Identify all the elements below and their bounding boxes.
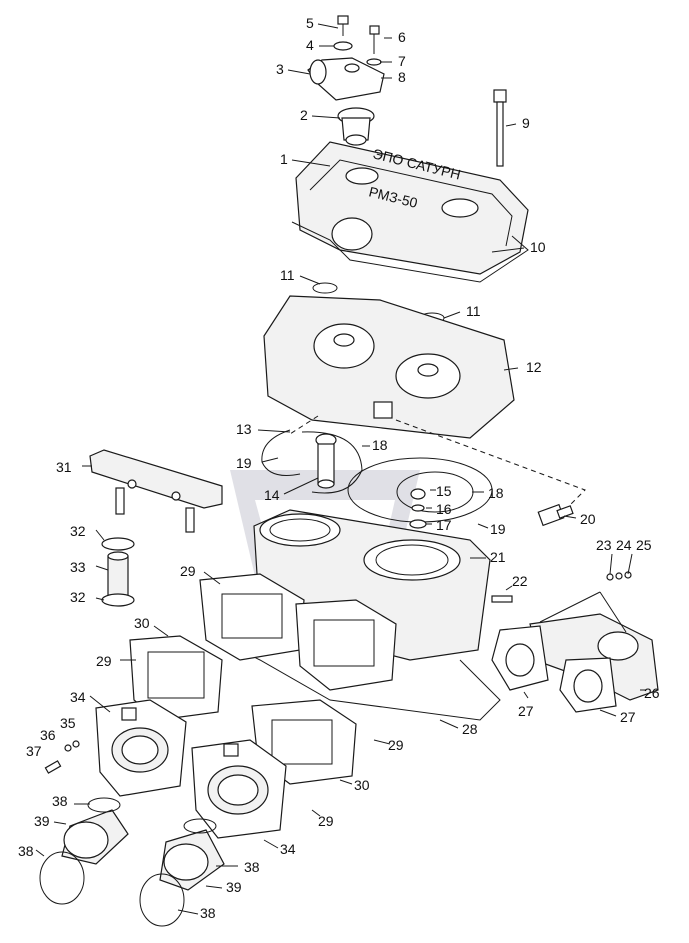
callout-38-left-top: 38 [52, 793, 68, 809]
callout-29-lower: 29 [318, 813, 334, 829]
temperature-sensor-14 [315, 433, 337, 489]
intake-flange-34-left [95, 699, 187, 797]
leader-lines [35, 23, 646, 915]
cylinder-head-cover-1: ЭПО САТУРН РМЗ-50 [295, 141, 529, 275]
stud-22 [491, 595, 513, 603]
exhaust-gasket-27-right [559, 657, 617, 713]
intake-flange-34-right [191, 739, 287, 839]
callout-24: 24 [616, 537, 632, 553]
clamp-38-left-bottom [39, 851, 85, 905]
callout-27-right: 27 [620, 709, 636, 725]
thermostat-2 [337, 107, 375, 146]
o-ring-19-left [261, 429, 301, 476]
callout-8: 8 [398, 69, 406, 85]
callout-33: 33 [70, 559, 86, 575]
callout-34-right: 34 [280, 841, 296, 857]
sensor-20 [537, 503, 574, 527]
callout-39-left: 39 [34, 813, 50, 829]
bolt-5 [337, 15, 349, 36]
callout-29-left: 29 [96, 653, 112, 669]
o-ring-11-left [312, 282, 338, 294]
bolt-37 [44, 760, 62, 774]
callout-7: 7 [398, 53, 406, 69]
reed-gasket-30-left [129, 635, 223, 721]
callout-25: 25 [636, 537, 652, 553]
callout-27-left: 27 [518, 703, 534, 719]
washer-4 [333, 41, 353, 51]
callout-19-right: 19 [490, 521, 506, 537]
callout-28: 28 [462, 721, 478, 737]
callout-15: 15 [436, 483, 452, 499]
callout-14: 14 [264, 487, 280, 503]
callout-21: 21 [490, 549, 506, 565]
long-bolt-9 [493, 89, 507, 167]
callout-37: 37 [26, 743, 42, 759]
exhaust-gasket-27-left [491, 625, 549, 691]
callout-22: 22 [512, 573, 528, 589]
callout-16: 16 [436, 501, 452, 517]
callout-38-right-top: 38 [244, 859, 260, 875]
bolts-23-25 [606, 571, 632, 581]
reed-gasket-29-upper-right [295, 599, 397, 691]
callout-2: 2 [300, 107, 308, 123]
callout-35: 35 [60, 715, 76, 731]
callout-30-right: 30 [354, 777, 370, 793]
callout-4: 4 [306, 37, 314, 53]
washer-36 [64, 744, 72, 752]
callout-13: 13 [236, 421, 252, 437]
callout-12: 12 [526, 359, 542, 375]
callout-11-right: 11 [466, 303, 481, 319]
callout-38-left-bottom: 38 [18, 843, 34, 859]
washer-17 [409, 519, 427, 529]
hose-33 [107, 551, 129, 597]
clamp-38-left-top [87, 797, 121, 813]
callout-3: 3 [276, 61, 284, 77]
callout-23: 23 [596, 537, 612, 553]
callout-18-right: 18 [488, 485, 504, 501]
callout-9: 9 [522, 115, 530, 131]
callout-19-left: 19 [236, 455, 252, 471]
callout-29-upper: 29 [180, 563, 196, 579]
callout-20: 20 [580, 511, 596, 527]
washer-35 [72, 740, 80, 748]
nut-15 [410, 488, 426, 500]
callout-labels: 5 4 3 6 7 8 2 9 1 10 11 11 12 13 14 15 1… [18, 15, 660, 921]
callout-34-left: 34 [70, 689, 86, 705]
callout-30-left: 30 [134, 615, 150, 631]
exhaust-manifold-26 [529, 613, 659, 701]
intake-hose-39-right [159, 829, 225, 891]
washer-7 [366, 58, 382, 66]
callout-26: 26 [644, 685, 660, 701]
dashed-leader-13 [289, 415, 319, 435]
callout-36: 36 [40, 727, 56, 743]
clamp-32-top [101, 537, 135, 551]
callout-11-left: 11 [280, 267, 295, 283]
intake-hose-39-left [61, 809, 129, 865]
callout-32-bottom: 32 [70, 589, 86, 605]
cylinder-head-12 [263, 295, 515, 439]
callout-5: 5 [306, 15, 314, 31]
bolt-6 [369, 25, 380, 54]
bracket-31 [89, 449, 223, 533]
washer-16 [411, 504, 425, 512]
head-gasket-10 [291, 221, 529, 283]
callout-18-left: 18 [372, 437, 388, 453]
callout-32-top: 32 [70, 523, 86, 539]
callout-17: 17 [436, 517, 452, 533]
callout-31: 31 [56, 459, 72, 475]
callout-29-middle: 29 [388, 737, 404, 753]
callout-38-right-bottom: 38 [200, 905, 216, 921]
callout-1: 1 [280, 151, 288, 167]
clamp-38-right-bottom [139, 873, 185, 927]
callout-6: 6 [398, 29, 406, 45]
callout-10: 10 [530, 239, 546, 255]
spring-ring-18-left [301, 431, 363, 494]
outlet-fitting-3 [307, 57, 385, 101]
clamp-32-bottom [101, 593, 135, 607]
clamp-38-right-top [183, 818, 217, 834]
callout-39-right: 39 [226, 879, 242, 895]
